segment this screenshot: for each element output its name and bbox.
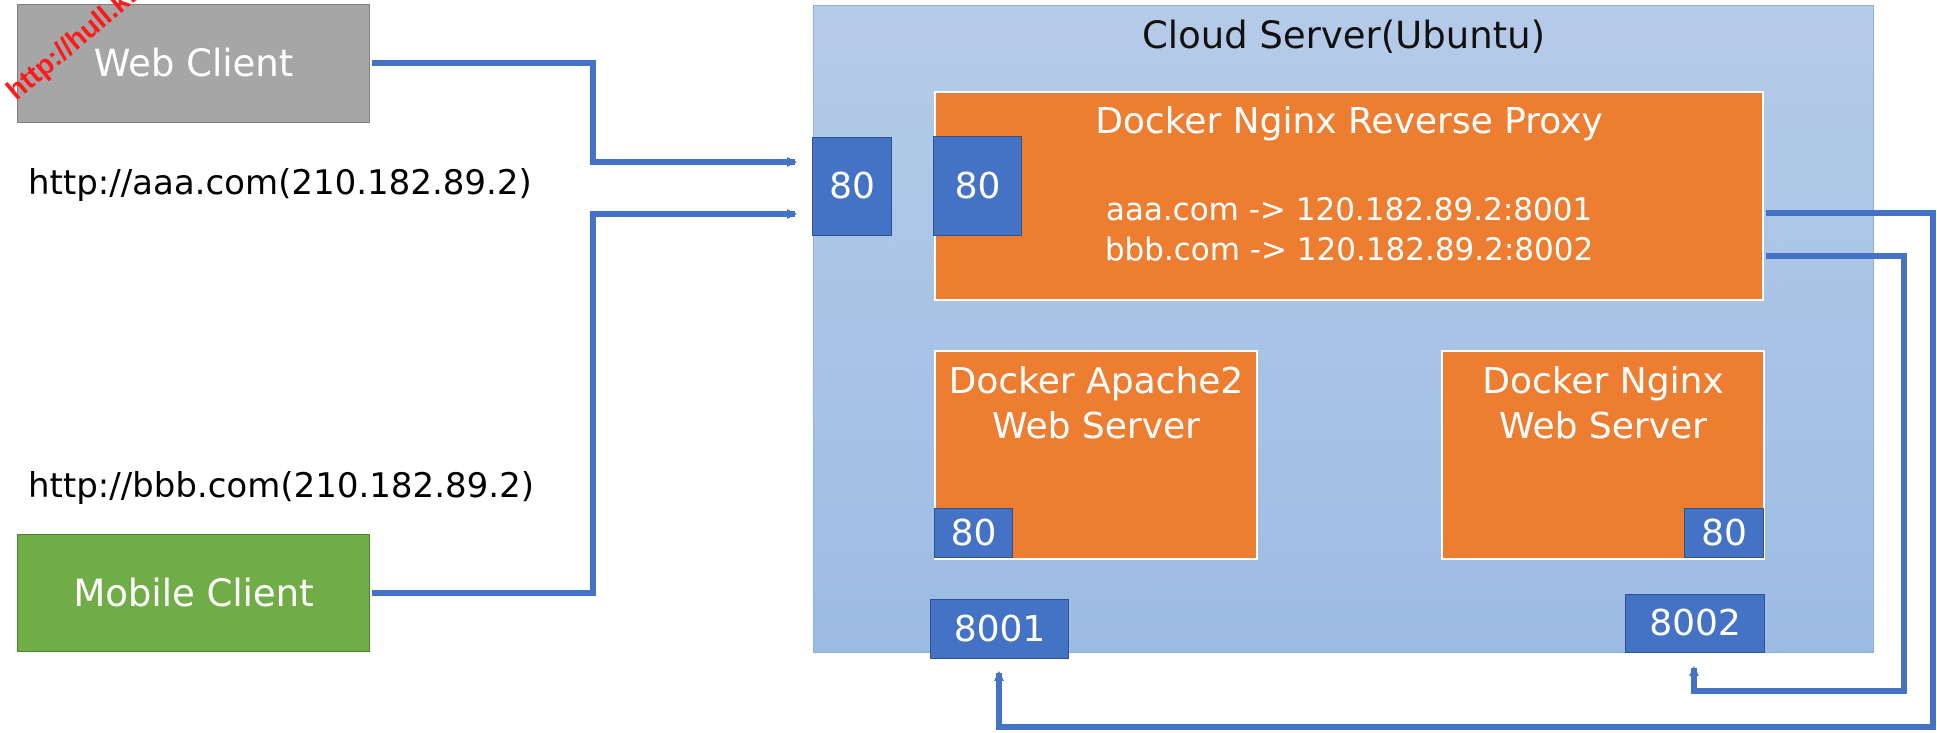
proxy-rule-aaa: aaa.com -> 120.182.89.2:8001 (1105, 192, 1593, 228)
web-client-label: Web Client (93, 42, 294, 85)
url-bbb: http://bbb.com(210.182.89.2) (28, 466, 534, 506)
apache-title-line-2: Web Server (992, 406, 1200, 447)
proxy-rule-bbb: bbb.com -> 120.182.89.2:8002 (1104, 232, 1594, 268)
reverse-proxy-container (934, 91, 1764, 301)
apache-server-title: Docker Apache2 Web Server (934, 359, 1258, 449)
nginx-server-title: Docker Nginx Web Server (1441, 359, 1765, 449)
host-port-8001: 8001 (930, 599, 1069, 659)
mobile-client-box: Mobile Client (17, 534, 370, 652)
arrow-mobile-to-80 (372, 209, 797, 596)
nginx-title-line-2: Web Server (1499, 406, 1707, 447)
host-port-8002: 8002 (1625, 594, 1765, 653)
web-client-box: Web Client (17, 4, 370, 123)
cloud-port-80: 80 (812, 137, 892, 236)
url-aaa: http://aaa.com(210.182.89.2) (28, 163, 532, 203)
proxy-port-80: 80 (933, 136, 1022, 236)
mobile-client-label: Mobile Client (73, 571, 314, 615)
apache-title-line-1: Docker Apache2 (948, 361, 1244, 402)
reverse-proxy-title: Docker Nginx Reverse Proxy (1095, 101, 1603, 142)
arrow-proxy-to-8001 (994, 210, 1936, 730)
nginx-port-80: 80 (1684, 508, 1764, 558)
arrow-web-to-80 (372, 60, 797, 167)
apache-port-80: 80 (934, 508, 1013, 558)
cloud-server-title: Cloud Server(Ubuntu) (1141, 14, 1546, 57)
nginx-title-line-1: Docker Nginx (1482, 361, 1724, 402)
arrow-proxy-to-8002 (1689, 253, 1907, 694)
